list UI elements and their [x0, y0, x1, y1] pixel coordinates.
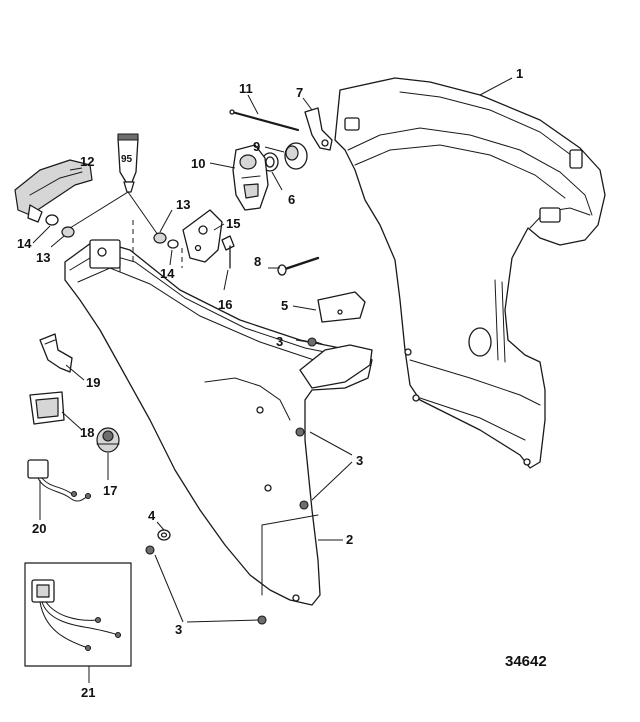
callout-17: 17: [103, 483, 117, 498]
callout-3-bottom: 3: [175, 622, 182, 637]
washer-part-4: [157, 529, 171, 541]
callout-14-left: 14: [17, 236, 32, 251]
plate-part-15: [182, 209, 223, 263]
callout-11: 11: [239, 81, 253, 96]
callout-15: 15: [226, 216, 240, 231]
diagram-number: 34642: [505, 653, 547, 670]
callout-3-mid: 3: [356, 453, 363, 468]
callout-12: 12: [80, 154, 94, 169]
screw-part-3-bottom: [257, 615, 267, 625]
washer-part-14-right: [167, 239, 179, 249]
callout-2: 2: [346, 532, 353, 547]
callout-1: 1: [516, 66, 523, 81]
part-21-box: [24, 562, 132, 667]
nut-part-13-left: [61, 226, 75, 238]
bottom-cowl-part: [64, 239, 373, 606]
callout-16: 16: [218, 297, 232, 312]
sealant-tube: 95: [117, 133, 139, 193]
bolt-part-8: [277, 256, 320, 276]
callout-20: 20: [32, 521, 46, 536]
grommet-part-17: [96, 427, 120, 453]
screw-part-16: [221, 235, 235, 269]
nut-part-13-right: [153, 232, 167, 244]
screw-part-3-mid-b: [299, 500, 309, 510]
callout-4: 4: [148, 508, 156, 523]
sealant-tube-label: 95: [121, 154, 133, 165]
screw-part-3-mid-a: [295, 427, 305, 437]
screw-part-3-left: [145, 545, 155, 555]
callout-13-right: 13: [176, 197, 190, 212]
harness-part-20: [27, 459, 92, 502]
callout-18: 18: [80, 425, 94, 440]
knob-part-9: [284, 142, 308, 170]
bracket-part-7: [304, 107, 333, 151]
block-part-5: [317, 291, 366, 323]
switch-part-18: [29, 391, 65, 425]
callout-8: 8: [254, 254, 261, 269]
callout-14-right: 14: [160, 266, 175, 281]
callout-10: 10: [191, 156, 205, 171]
callout-21: 21: [81, 685, 95, 700]
rod-part-11: [229, 109, 300, 132]
callout-5: 5: [281, 298, 288, 313]
callout-9: 9: [253, 139, 260, 154]
callout-13-left: 13: [36, 250, 50, 265]
callout-3-top: 3: [276, 334, 283, 349]
handle-part-12: [14, 159, 93, 223]
top-cowl-part: [334, 77, 606, 469]
latch-plate-part-10: [232, 144, 269, 211]
callout-7: 7: [296, 85, 303, 100]
callout-19: 19: [86, 375, 100, 390]
washer-part-14-left: [45, 214, 59, 226]
callout-6: 6: [288, 192, 295, 207]
clip-part-19: [39, 333, 73, 373]
